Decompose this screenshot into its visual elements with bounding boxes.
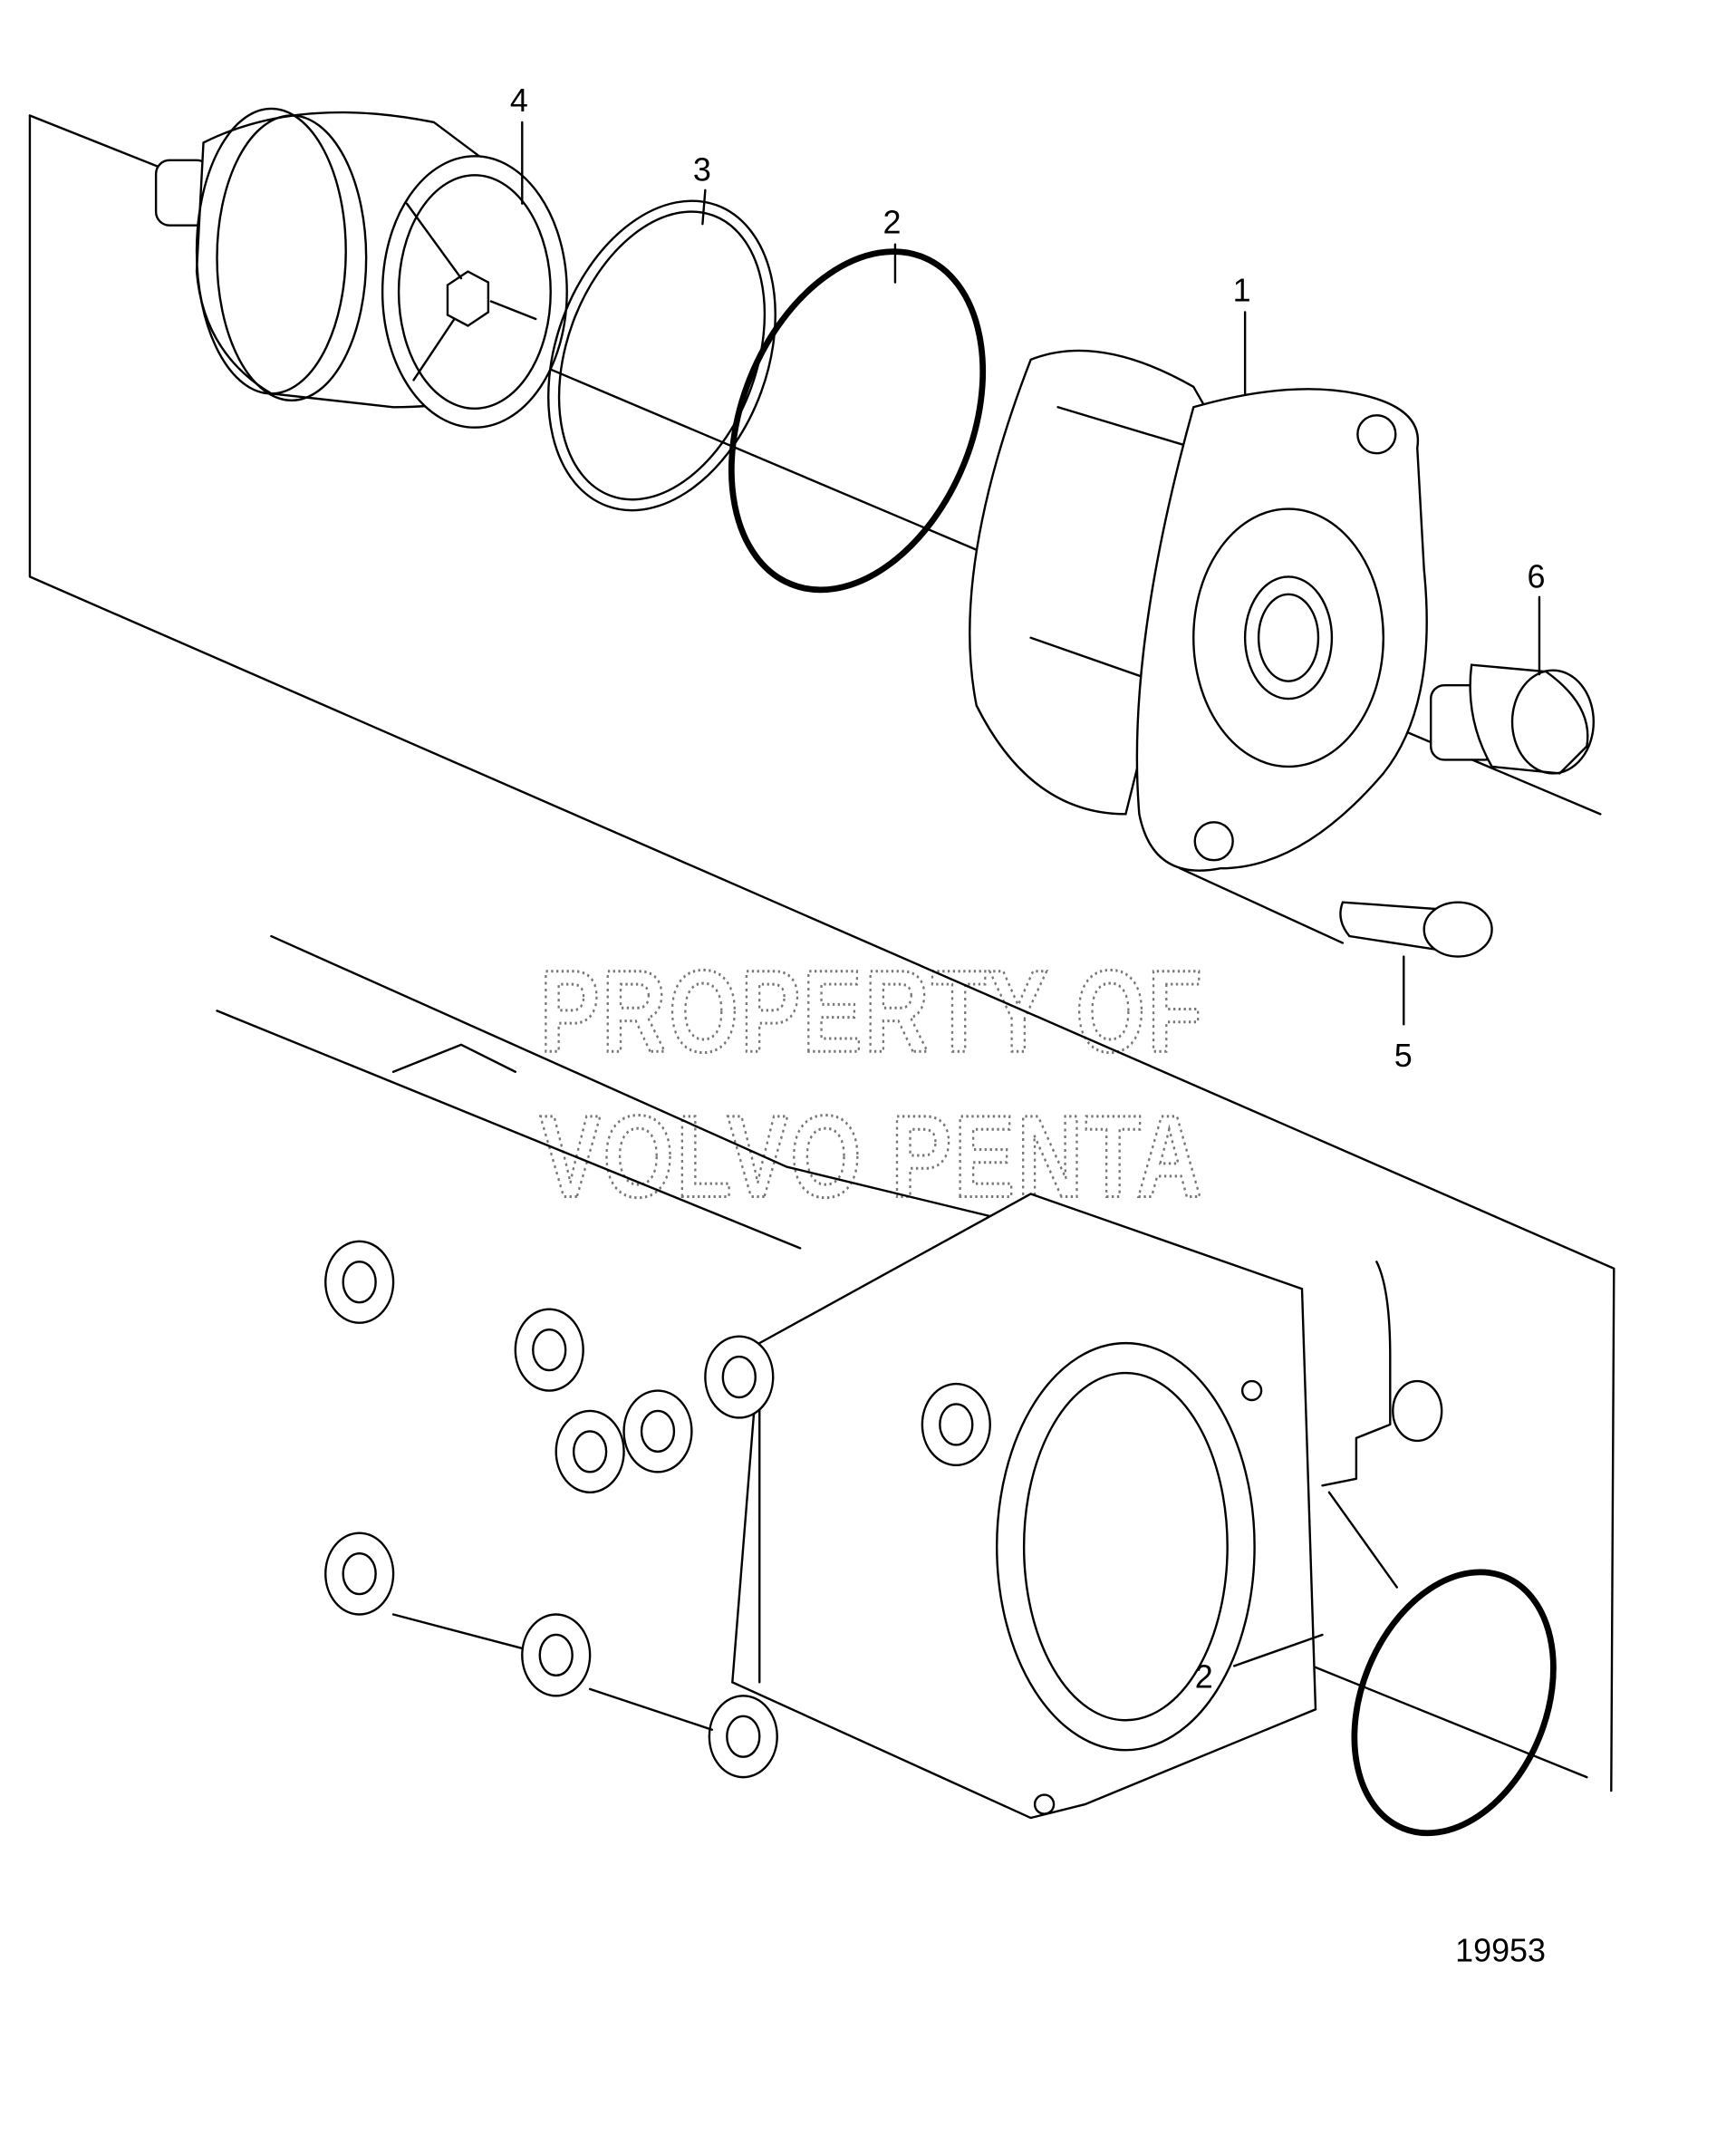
callout-4: 4 <box>510 82 528 119</box>
sealing-ring-part-3 <box>547 199 776 512</box>
callout-5: 5 <box>1394 1037 1413 1074</box>
o-ring-part-2-bottom <box>1351 1569 1557 1837</box>
callout-labels: 4 3 2 1 6 5 2 19953 <box>510 82 1546 1969</box>
watermark-line2: VOLVO PENTA <box>540 1091 1204 1222</box>
watermark: PROPERTY OF VOLVO PENTA <box>538 945 1204 1223</box>
callout-2-bottom: 2 <box>1195 1657 1213 1695</box>
callout-6: 6 <box>1527 557 1545 594</box>
watermark-line1: PROPERTY OF <box>540 946 1204 1077</box>
pipe-stubs <box>324 1240 991 1779</box>
thermostat-part-4 <box>154 107 568 429</box>
plug-part-6 <box>1430 663 1596 775</box>
callout-2-top: 2 <box>882 204 901 241</box>
leader-lines <box>521 121 1541 1667</box>
callout-3: 3 <box>693 150 711 188</box>
o-ring-part-2-top <box>728 248 987 594</box>
figure-number: 19953 <box>1455 1932 1546 1969</box>
callout-1: 1 <box>1233 272 1251 309</box>
thermostat-housing-part-1 <box>969 349 1428 872</box>
engine-block-housing <box>216 934 1443 1820</box>
screw-part-5 <box>1339 901 1493 1026</box>
